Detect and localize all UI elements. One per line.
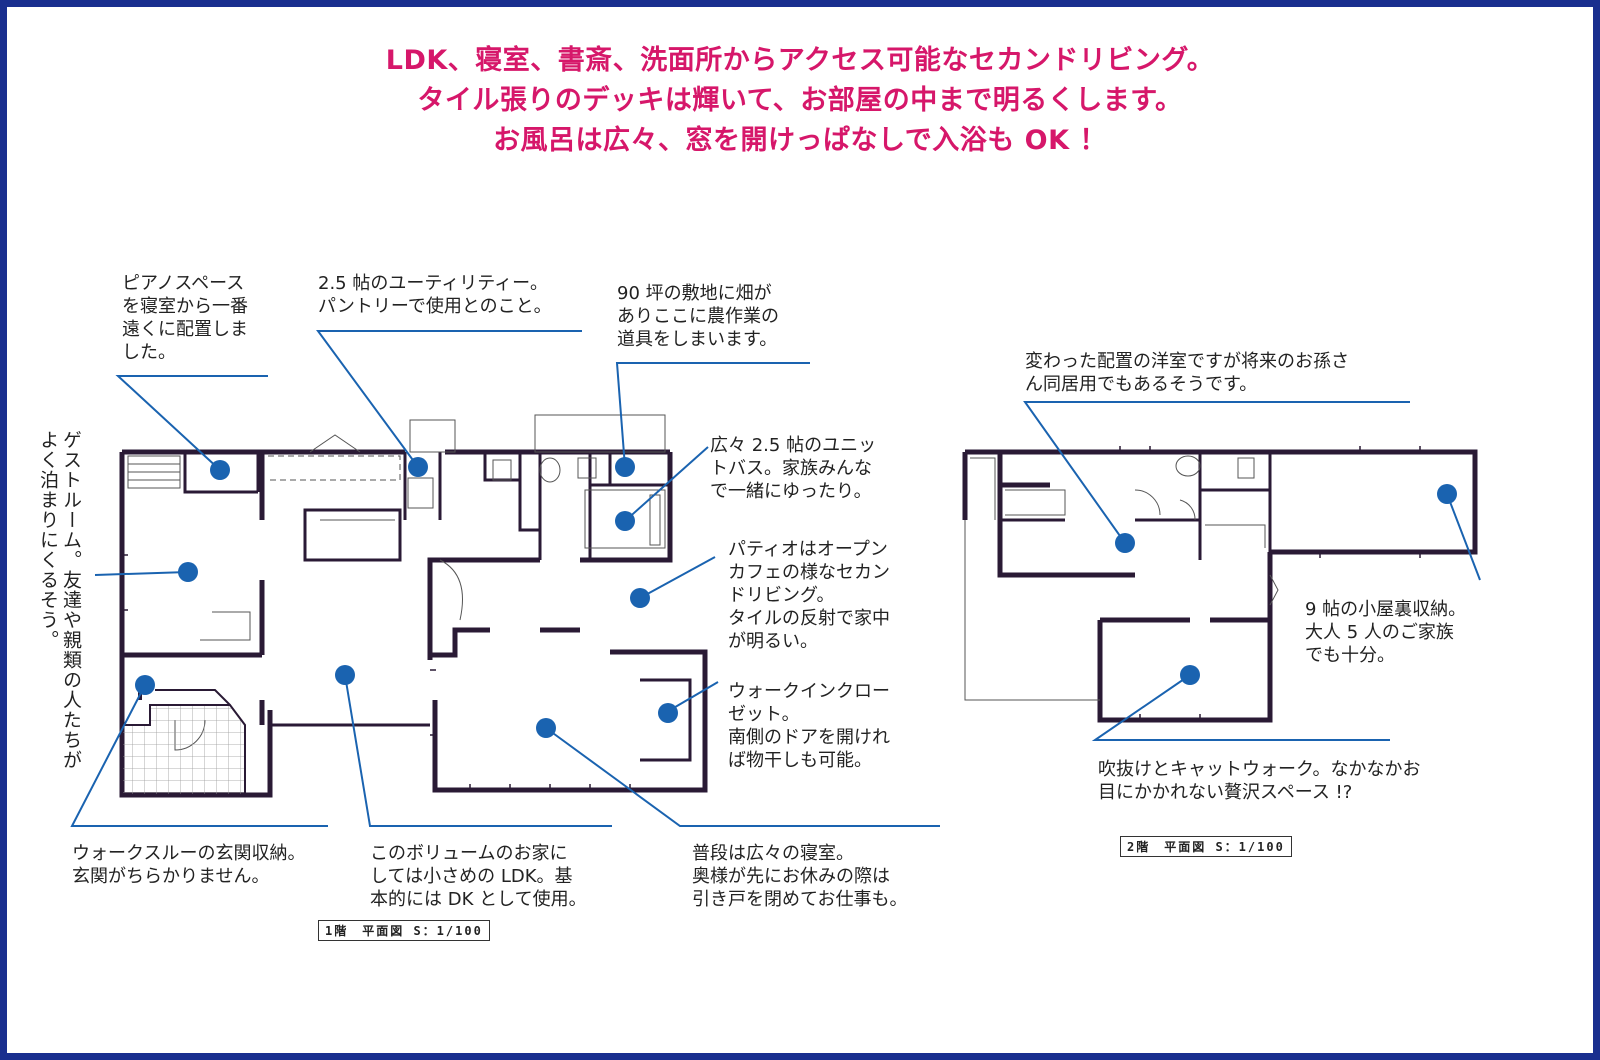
floor2-outer-walls [962, 449, 1478, 723]
floor2-plan [962, 446, 1478, 723]
callout-markers [135, 457, 1457, 738]
marker-void [1180, 665, 1200, 685]
marker-bath [615, 511, 635, 531]
headline-line-1: LDK、寝室、書斎、洗面所からアクセス可能なセカンドリビング。 [385, 45, 1215, 76]
marker-closet [658, 703, 678, 723]
floor2-scale-label: 2階 平面図 S：1/100 [1120, 836, 1292, 857]
marker-western [1115, 533, 1135, 553]
note-void: 吹抜けとキャットウォーク。なかなかお目にかかれない贅沢スペース !? [1098, 759, 1421, 803]
note-storage: 90 坪の敷地に畑がありここに農作業の道具をしまいます。 [617, 283, 779, 350]
marker-guest [178, 562, 198, 582]
note-western: 変わった配置の洋室ですが将来のお孫さん同居用でもあるそうです。 [1025, 351, 1349, 395]
note-ldk: このボリュームのお家にしては小さめの LDK。基本的には DK として使用。 [370, 843, 587, 910]
note-guest: ゲストルーム。友達や親類の人たちがよく泊まりにくるそう。 [37, 430, 82, 770]
marker-entrance [135, 675, 155, 695]
note-bedroom: 普段は広々の寝室。奥様が先にお休みの際は引き戸を閉めてお仕事も。 [692, 843, 908, 910]
floor2-interior-walls [1000, 452, 1272, 560]
note-bath: 広々 2.5 帖のユニットバス。家族みんなで一緒にゆったり。 [710, 435, 877, 502]
headline-line-3: お風呂は広々、窓を開けっぱなしで入浴も OK ！ [493, 125, 1107, 156]
marker-attic [1437, 484, 1457, 504]
note-closet: ウォークインクローゼット。南側のドアを開ければ物干しも可能。 [728, 681, 890, 771]
note-piano: ピアノスペースを寝室から一番遠くに配置しました。 [122, 273, 248, 363]
floor1-scale-label: 1階 平面図 S：1/100 [318, 920, 490, 941]
marker-ldk [335, 665, 355, 685]
marker-bedroom [536, 718, 556, 738]
floor1-plan [119, 414, 708, 798]
note-utility: 2.5 帖のユーティリティー。パントリーで使用とのこと。 [318, 273, 552, 317]
floor1-interior-walls [120, 452, 692, 795]
note-entrance: ウォークスルーの玄関収納。玄関がちらかりません。 [72, 843, 306, 887]
marker-patio [630, 588, 650, 608]
marker-piano [210, 460, 230, 480]
callout-lines [70, 330, 1481, 827]
note-patio: パティオはオープンカフェの様なセカンドリビング。タイルの反射で家中が明るい。 [728, 539, 890, 652]
note-attic: 9 帖の小屋裏収納。大人 5 人のご家族でも十分。 [1305, 599, 1467, 666]
marker-storage [615, 457, 635, 477]
headline-line-2: タイル張りのデッキは輝いて、お部屋の中まで明るくします。 [417, 85, 1183, 116]
marker-utility [408, 457, 428, 477]
